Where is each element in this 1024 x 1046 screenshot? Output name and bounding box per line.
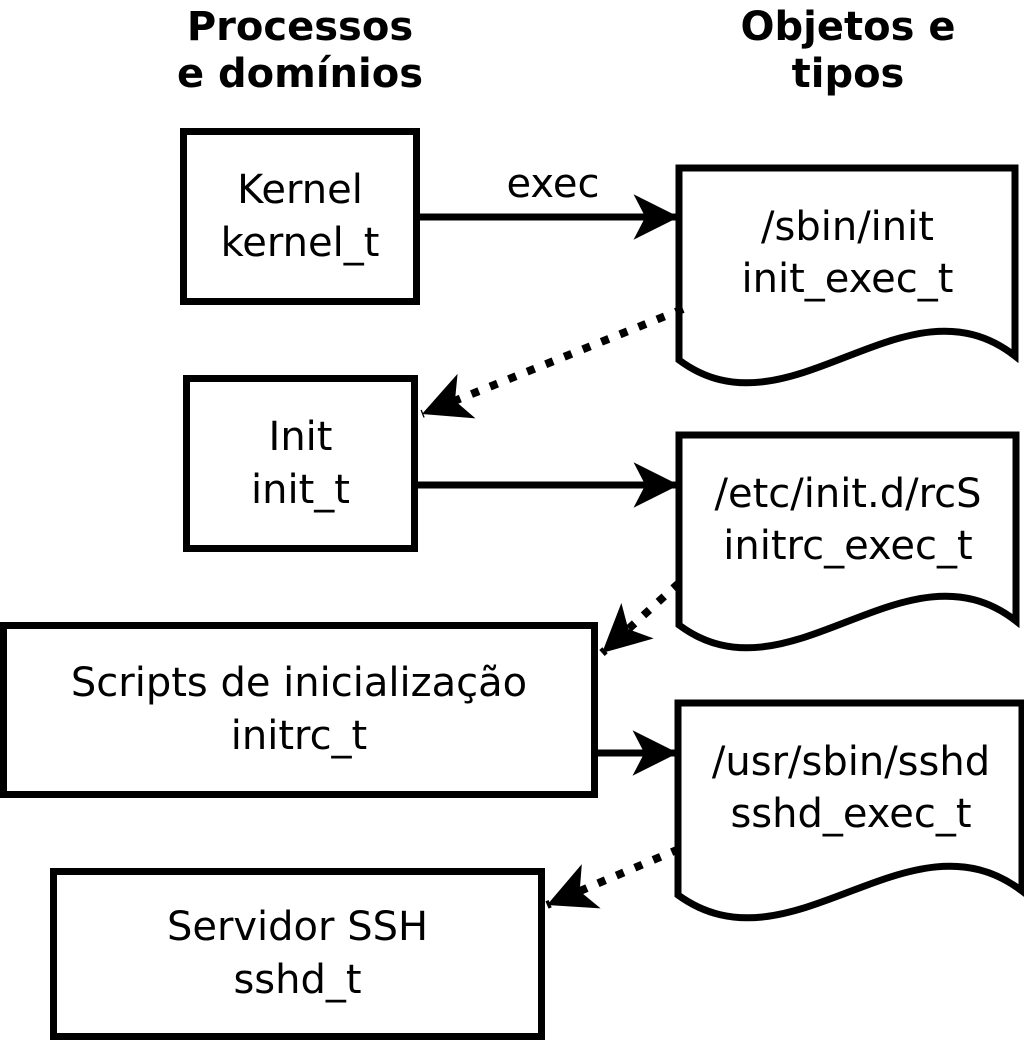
object-path: /usr/sbin/sshd: [711, 739, 991, 785]
left-column-header-line2: e domínios: [176, 51, 424, 97]
process-box-init: Init init_t: [183, 375, 418, 552]
process-name: Kernel: [237, 166, 363, 213]
process-box-ssh-server: Servidor SSH sshd_t: [50, 868, 545, 1040]
object-label-sbin-init: /sbin/init init_exec_t: [679, 201, 1016, 305]
object-label-usr-sbin-sshd: /usr/sbin/sshd sshd_exec_t: [678, 736, 1024, 840]
process-box-kernel: Kernel kernel_t: [180, 128, 420, 305]
transition-arrow-sshd-to-sshd-t: [545, 845, 681, 909]
exec-arrow-label: exec: [506, 161, 600, 207]
process-domain: kernel_t: [220, 219, 380, 266]
right-column-header-line1: Objetos e: [740, 4, 956, 50]
object-type: init_exec_t: [741, 256, 954, 302]
process-domain: init_t: [251, 466, 350, 513]
process-domain: initrc_t: [230, 713, 368, 759]
object-type: sshd_exec_t: [730, 791, 972, 837]
object-path: /etc/init.d/rcS: [714, 471, 982, 517]
process-domain: sshd_t: [233, 957, 362, 1003]
object-type: initrc_exec_t: [723, 523, 973, 569]
object-path: /sbin/init: [761, 204, 934, 250]
right-column-header-line2: tipos: [791, 51, 905, 97]
process-name: Scripts de inicialização: [70, 660, 528, 706]
left-column-header: Processos e domínios: [100, 4, 500, 98]
process-name: Servidor SSH: [166, 904, 429, 950]
right-column-header: Objetos e tipos: [688, 4, 1008, 98]
transition-arrow-rcS-to-initrc: [599, 580, 682, 656]
process-name: Init: [268, 413, 333, 460]
transition-arrow-sbin-init-to-init: [420, 305, 685, 419]
object-label-etc-initd-rcS: /etc/init.d/rcS initrc_exec_t: [679, 468, 1017, 572]
process-box-init-scripts: Scripts de inicialização initrc_t: [0, 622, 598, 798]
left-column-header-line1: Processos: [186, 4, 414, 50]
